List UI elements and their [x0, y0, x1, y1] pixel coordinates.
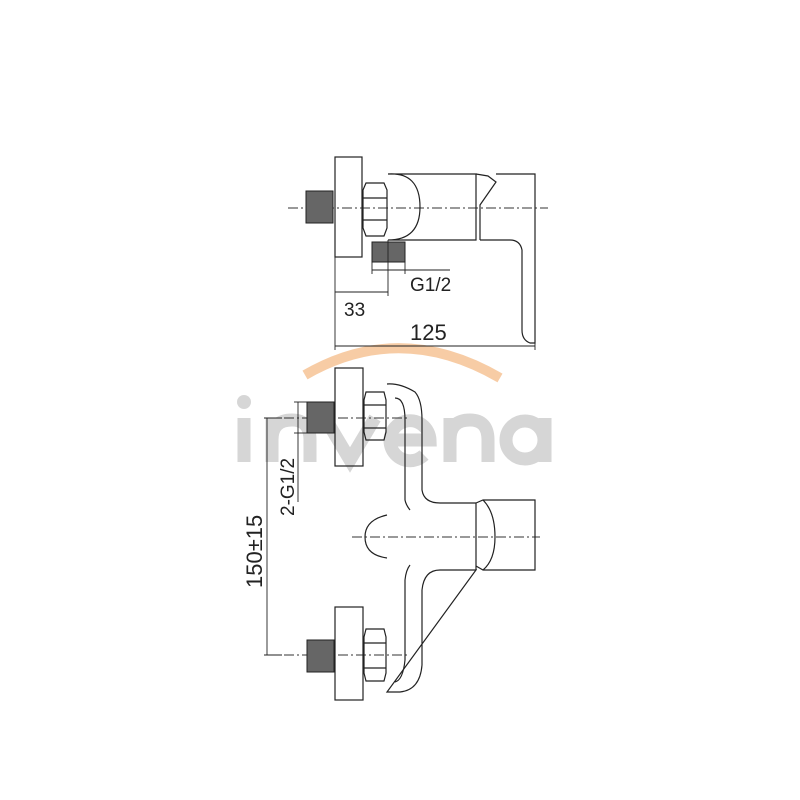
- length-label: 125: [410, 320, 447, 345]
- spacing-label: 150±15: [242, 515, 267, 588]
- inlet-thread: [305, 190, 334, 224]
- valve-body: [387, 173, 477, 241]
- handle: [475, 499, 536, 571]
- body-inner-contour: [394, 397, 411, 683]
- wall-plate-lower: [334, 606, 364, 701]
- valve-body: [385, 383, 478, 693]
- nut-lower: [363, 628, 387, 682]
- nut: [362, 182, 388, 237]
- inlet-thread-upper: [306, 401, 335, 434]
- offset-label: 33: [344, 300, 365, 321]
- top-view: G1/2 33 125: [288, 156, 548, 350]
- nut-upper: [363, 391, 387, 441]
- watermark-arc: [302, 343, 503, 383]
- watermark-logo: [237, 343, 552, 473]
- inlet-thread-lower: [306, 639, 335, 673]
- cartridge-dome: [364, 514, 388, 559]
- inlet-threads-label: 2-G1/2: [278, 458, 299, 516]
- thread-label: G1/2: [410, 275, 451, 296]
- wall-plate-upper: [334, 367, 364, 467]
- lever-handle: [475, 173, 536, 344]
- watermark-lettering: [237, 395, 552, 473]
- front-view: 150±15 2-G1/2: [242, 367, 540, 701]
- outlet-thread: [371, 241, 406, 263]
- wall-plate: [334, 156, 363, 258]
